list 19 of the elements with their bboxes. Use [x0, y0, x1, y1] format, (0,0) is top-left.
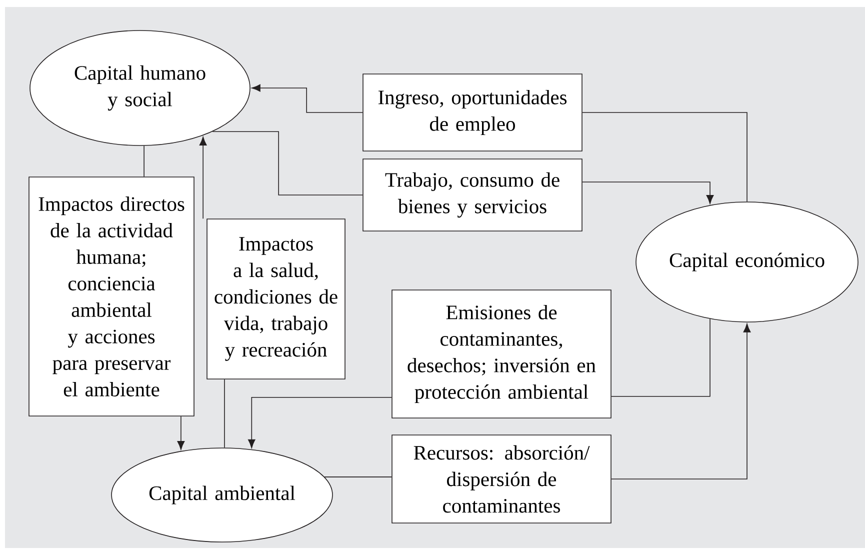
- text-box: Impactos a la salud, condiciones de vida, trabajo y recreación: [206, 218, 346, 380]
- arrow: [611, 324, 751, 480]
- ellipse-node: Capital humano y social: [30, 30, 250, 146]
- text-box: Ingreso, oportunidades de empleo: [362, 74, 582, 152]
- connector-line: [324, 476, 392, 478]
- arrow: [248, 397, 392, 448]
- ellipse-node: Capital ambiental: [111, 448, 333, 542]
- ellipse-node: Capital económico: [636, 202, 858, 322]
- text-box: Recursos: absorción/ dispersión de contaminantes: [392, 434, 612, 524]
- arrow: [582, 182, 714, 204]
- connector-line: [611, 318, 710, 397]
- connector-line: [582, 112, 748, 202]
- text-box: Impactos directos de la actividad humana; conciencia ambiental y acciones para preservar el ambiente: [28, 176, 194, 416]
- connector-line: [224, 379, 225, 448]
- connector-line: [212, 131, 363, 196]
- arrow: [177, 416, 185, 450]
- arrow: [252, 84, 363, 113]
- text-box: Emisiones de contaminantes, desechos; inversión en protección ambiental: [392, 290, 612, 418]
- text-box: Trabajo, consumo de bienes y servicios: [362, 158, 582, 232]
